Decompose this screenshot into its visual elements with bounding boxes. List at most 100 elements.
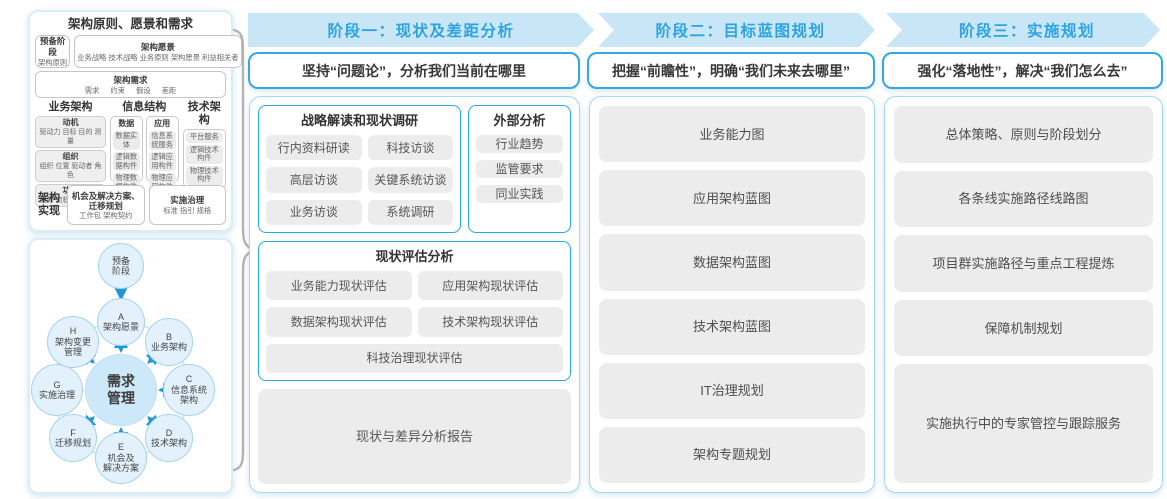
phase2-item: 业务能力图 xyxy=(599,106,865,163)
research-group-title: 战略解读和现状调研 xyxy=(301,113,419,128)
opportunity-migration-box: 机会及解决方案、迁移规划 工作包 架构契约 xyxy=(67,185,145,225)
architecture-requirements-box: 架构需求 需求 约束 假设 差距 xyxy=(35,71,226,98)
implementation-governance-sub: 标准 指引 规格 xyxy=(163,206,212,215)
phase3-item: 项目群实施路径与重点工程提炼 xyxy=(894,235,1153,292)
phase2-item: 技术架构蓝图 xyxy=(599,298,865,355)
business-architecture-header: 业务架构 xyxy=(48,101,93,113)
information-structure-header: 信息结构 xyxy=(122,101,167,113)
technology-frame: 平台服务 逻辑技术构件 物理技术构件 xyxy=(182,129,226,188)
phase2-item: 应用架构蓝图 xyxy=(599,170,865,227)
prep-vision-row: 预备阶段 架构原则 架构愿景 业务战略 技术战略 业务原则 架构愿景 利益相关者 xyxy=(35,35,242,68)
framework-panel-title: 架构原则、愿景和需求 xyxy=(67,17,193,31)
phase3-item: 各条线实施路径线路图 xyxy=(894,170,1153,228)
assessment-item: 数据架构现状评估 xyxy=(266,307,412,337)
information-subcolumns: 数据 数据实体 逻辑数据构件 物理数据构件 应用 信息系统服务 逻辑应用构件 物… xyxy=(109,116,179,192)
phase1-panel: 战略解读和现状调研 行内资料研读 科技访谈 高层访谈 关键系统访谈 业务访谈 系… xyxy=(249,96,580,493)
adm-node-d: D 技术架构 xyxy=(145,414,193,462)
assessment-grid: 业务能力现状评估 应用架构现状评估 数据架构现状评估 技术架构现状评估 科技治理… xyxy=(266,271,563,373)
adm-cycle-panel: 预备 阶段 需求 管理 A 架构愿景 B 业务架构 C 信息系统 架构 D 技术… xyxy=(28,238,233,494)
external-item: 同业实践 xyxy=(476,185,563,203)
architecture-realization-row: 架构 实现 机会及解决方案、迁移规划 工作包 架构契约 实施治理 标准 指引 规… xyxy=(35,185,226,225)
phase3-item: 保障机制规划 xyxy=(894,299,1153,357)
external-item: 行业趋势 xyxy=(476,135,563,153)
logical-app-chip: 逻辑应用构件 xyxy=(148,152,176,171)
phase3-panel: 总体策略、原则与阶段划分 各条线实施路径线路图 项目群实施路径与重点工程提炼 保… xyxy=(884,96,1163,493)
data-header: 数据 xyxy=(118,119,135,128)
adm-node-a: A 架构愿景 xyxy=(97,298,145,346)
adm-node-b: B 业务架构 xyxy=(145,318,193,366)
architecture-vision-box: 架构愿景 业务战略 技术战略 业务原则 架构愿景 利益相关者 xyxy=(74,35,242,68)
research-item: 行内资料研读 xyxy=(266,135,362,161)
motivation-sub: 驱动力 目标 目的 测量 xyxy=(39,129,102,145)
phase1-header-band: 阶段一：现状及差距分析 xyxy=(248,13,594,47)
opportunity-migration-sub: 工作包 架构契约 xyxy=(79,210,133,220)
research-item: 高层访谈 xyxy=(266,167,362,193)
phase1-header-label: 阶段一：现状及差距分析 xyxy=(327,23,515,40)
physical-tech-chip: 物理技术构件 xyxy=(185,165,223,185)
motivation-box: 动机 驱动力 目标 目的 测量 xyxy=(35,116,106,148)
application-header: 应用 xyxy=(154,119,171,128)
implementation-governance-box: 实施治理 标准 指引 规格 xyxy=(148,185,226,225)
logical-data-chip: 逻辑数据构件 xyxy=(112,152,140,171)
architecture-domains-row: 业务架构 动机 驱动力 目标 目的 测量 组织 组织 位置 驱动者 角色 功能 … xyxy=(35,101,226,207)
phase2-subtitle: 把握“前瞻性”，明确“我们未来去哪里” xyxy=(587,52,875,89)
assessment-group-title: 现状评估分析 xyxy=(375,249,454,264)
research-item: 系统调研 xyxy=(367,199,454,225)
phase3-item: 总体策略、原则与阶段划分 xyxy=(894,106,1153,163)
research-item: 业务访谈 xyxy=(266,199,362,225)
adm-node-h: H 架构变更 管理 xyxy=(47,316,99,368)
adm-cycle-diagram: 预备 阶段 需求 管理 A 架构愿景 B 业务架构 C 信息系统 架构 D 技术… xyxy=(30,240,235,496)
information-structure-column: 信息结构 数据 数据实体 逻辑数据构件 物理数据构件 应用 信息系统服务 逻辑应… xyxy=(109,101,179,192)
phase3-subtitle: 强化“落地性”，解决“我们怎么去” xyxy=(882,52,1163,89)
data-subcolumn: 数据 数据实体 逻辑数据构件 物理数据构件 xyxy=(109,116,143,192)
adm-node-f: F 迁移规划 xyxy=(49,414,97,462)
prep-phase-sub: 架构原则 xyxy=(38,58,68,67)
assessment-item: 科技治理现状评估 xyxy=(266,343,563,373)
phase2-item: 架构专题规划 xyxy=(599,426,865,484)
adm-node-e: E 机会及 解决方案 xyxy=(95,432,147,484)
organization-box: 组织 组织 位置 驱动者 角色 xyxy=(35,150,106,182)
research-item: 关键系统访谈 xyxy=(367,167,454,193)
research-item: 科技访谈 xyxy=(367,135,454,161)
gap-analysis-report-box: 现状与差异分析报告 xyxy=(258,389,571,484)
data-entity-chip: 数据实体 xyxy=(112,131,140,150)
organization-sub: 组织 位置 驱动者 角色 xyxy=(39,163,102,179)
prep-phase-box: 预备阶段 架构原则 xyxy=(35,35,71,68)
external-analysis-stack: 行业趋势 监管要求 同业实践 xyxy=(476,135,563,225)
is-service-chip: 信息系统服务 xyxy=(148,131,176,150)
architecture-vision-title: 架构愿景 xyxy=(140,41,175,52)
phase2-panel: 业务能力图 应用架构蓝图 数据架构蓝图 技术架构蓝图 IT治理规划 架构专题规划 xyxy=(589,96,875,493)
opportunity-migration-title: 机会及解决方案、迁移规划 xyxy=(71,190,140,211)
phase2-item: 数据架构蓝图 xyxy=(599,234,865,291)
architecture-vision-sub: 业务战略 技术战略 业务原则 架构愿景 利益相关者 xyxy=(77,52,239,62)
phase2-item: IT治理规划 xyxy=(599,362,865,419)
external-analysis-group: 外部分析 行业趋势 监管要求 同业实践 xyxy=(468,105,571,233)
external-item: 监管要求 xyxy=(476,160,563,178)
phase1-top-row: 战略解读和现状调研 行内资料研读 科技访谈 高层访谈 关键系统访谈 业务访谈 系… xyxy=(258,105,571,233)
architecture-realization-label: 架构 实现 xyxy=(38,192,60,217)
architecture-requirements-sub: 需求 约束 假设 差距 xyxy=(84,85,177,95)
motivation-title: 动机 xyxy=(62,118,79,127)
adm-node-g: G 实施治理 xyxy=(31,364,83,416)
adm-node-c: C 信息系统 架构 xyxy=(163,364,215,416)
phase3-header-band: 阶段三：实施规划 xyxy=(886,13,1160,47)
business-architecture-column: 业务架构 动机 驱动力 目标 目的 测量 组织 组织 位置 驱动者 角色 功能 … xyxy=(35,101,106,207)
research-group: 战略解读和现状调研 行内资料研读 科技访谈 高层访谈 关键系统访谈 业务访谈 系… xyxy=(258,105,462,233)
phase3-item: 实施执行中的专家管控与跟踪服务 xyxy=(894,364,1153,484)
phase2-header-label: 阶段二：目标蓝图规划 xyxy=(655,23,826,40)
implementation-governance-title: 实施治理 xyxy=(170,195,205,205)
architecture-content-framework-panel: 架构原则、愿景和需求 预备阶段 架构原则 架构愿景 业务战略 技术战略 业务原则… xyxy=(28,10,242,232)
organization-title: 组织 xyxy=(62,152,79,161)
adm-node-prep: 预备 阶段 xyxy=(98,243,144,289)
architecture-requirements-title: 架构需求 xyxy=(113,74,148,85)
phase3-header-label: 阶段三：实施规划 xyxy=(958,23,1095,40)
technology-architecture-header: 技术架构 xyxy=(187,101,221,126)
research-grid: 行内资料研读 科技访谈 高层访谈 关键系统访谈 业务访谈 系统调研 xyxy=(266,135,454,225)
external-analysis-title: 外部分析 xyxy=(493,113,546,128)
assessment-item: 业务能力现状评估 xyxy=(266,271,412,301)
phase2-header-band: 阶段二：目标蓝图规划 xyxy=(598,13,875,47)
assessment-item: 技术架构现状评估 xyxy=(417,307,563,337)
platform-service-chip: 平台服务 xyxy=(185,132,223,143)
phase1-subtitle: 坚持“问题论”，分析我们当前在哪里 xyxy=(248,52,580,89)
